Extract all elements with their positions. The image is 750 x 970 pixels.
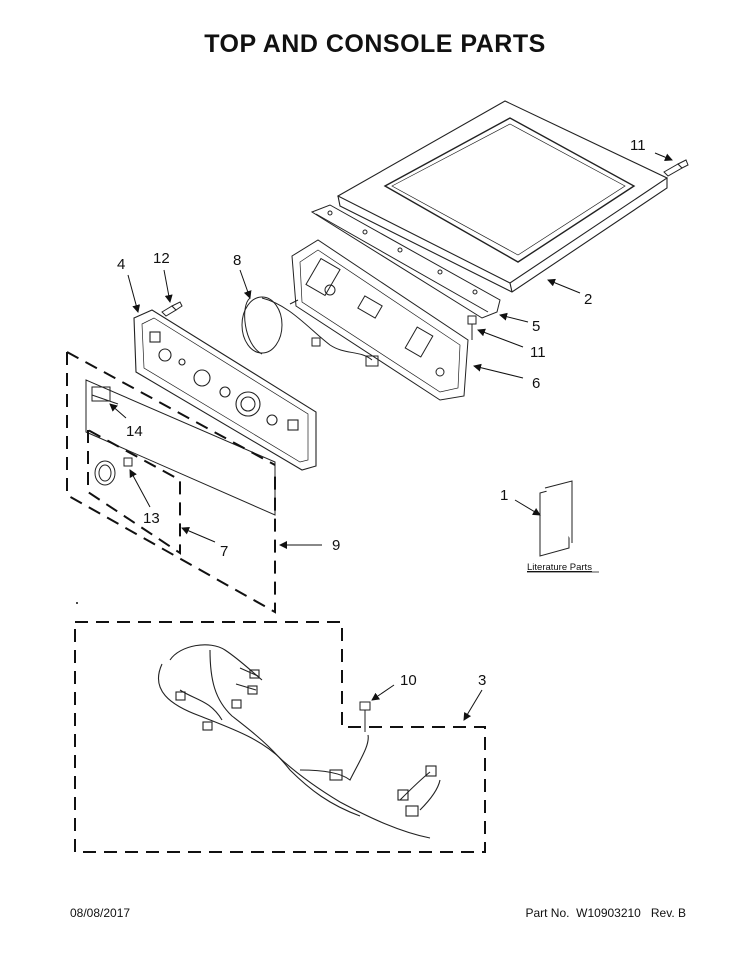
callout-3: 3 <box>478 672 486 689</box>
part-number-label: Part No. <box>525 906 570 920</box>
callout-2: 2 <box>584 291 592 308</box>
leader-line-13 <box>129 469 151 508</box>
console-bracket-part-6 <box>289 239 469 401</box>
leader-line-5 <box>499 312 529 323</box>
callout-1: 1 <box>500 487 508 504</box>
leader-line-10 <box>371 684 395 701</box>
footer-date: 08/08/2017 <box>70 906 131 920</box>
literature-parts-label: Literature Parts <box>527 562 592 573</box>
wire-harness-part-3 <box>157 644 441 839</box>
leader-line-3 <box>463 689 483 721</box>
callout-14: 14 <box>126 423 143 440</box>
callout-12: 12 <box>153 250 170 267</box>
bracket-part-5 <box>310 204 501 319</box>
callout-13: 13 <box>143 510 160 527</box>
leader-line-6 <box>473 363 524 379</box>
screw-part-11-middle <box>467 315 477 340</box>
dashed-group-box-9 <box>66 351 276 614</box>
leader-line-4 <box>127 274 141 313</box>
screw-part-12 <box>161 301 183 317</box>
console-panel-part-4 <box>133 309 317 471</box>
console-overlay-part-7 <box>85 379 276 516</box>
knob-part-13 <box>94 457 133 486</box>
callout-5: 5 <box>532 318 540 335</box>
leader-line-8 <box>239 269 252 299</box>
footer-part-info: Part No. W10903210 Rev. B <box>525 906 686 920</box>
part-number: W10903210 <box>576 906 641 920</box>
stray-dot <box>76 602 78 604</box>
literature-part-1 <box>539 480 573 557</box>
leader-line-14 <box>109 403 127 419</box>
revision: Rev. B <box>650 906 686 920</box>
screw-part-10 <box>359 701 371 732</box>
callout-11-top: 11 <box>630 137 646 154</box>
leader-line-11-middle <box>477 328 524 348</box>
wire-harness-part-8 <box>241 296 379 367</box>
leader-line-1 <box>514 499 541 516</box>
leader-line-7 <box>181 527 216 543</box>
leader-line-11-top <box>654 152 673 162</box>
leader-line-12 <box>163 269 173 303</box>
leader-lines <box>109 152 673 721</box>
top-panel-part <box>336 100 669 293</box>
leader-line-2 <box>547 278 581 294</box>
callout-7: 7 <box>220 543 228 560</box>
dashed-group-box-3 <box>74 621 486 853</box>
screw-part-11-top <box>663 159 689 177</box>
callout-6: 6 <box>532 375 540 392</box>
page-title: TOP AND CONSOLE PARTS <box>204 30 546 58</box>
dashed-group-box-7 <box>87 429 181 555</box>
callout-4: 4 <box>117 256 125 273</box>
callout-10: 10 <box>400 672 417 689</box>
callout-8: 8 <box>233 252 241 269</box>
callout-11-middle: 11 <box>530 344 546 361</box>
callout-9: 9 <box>332 537 340 554</box>
